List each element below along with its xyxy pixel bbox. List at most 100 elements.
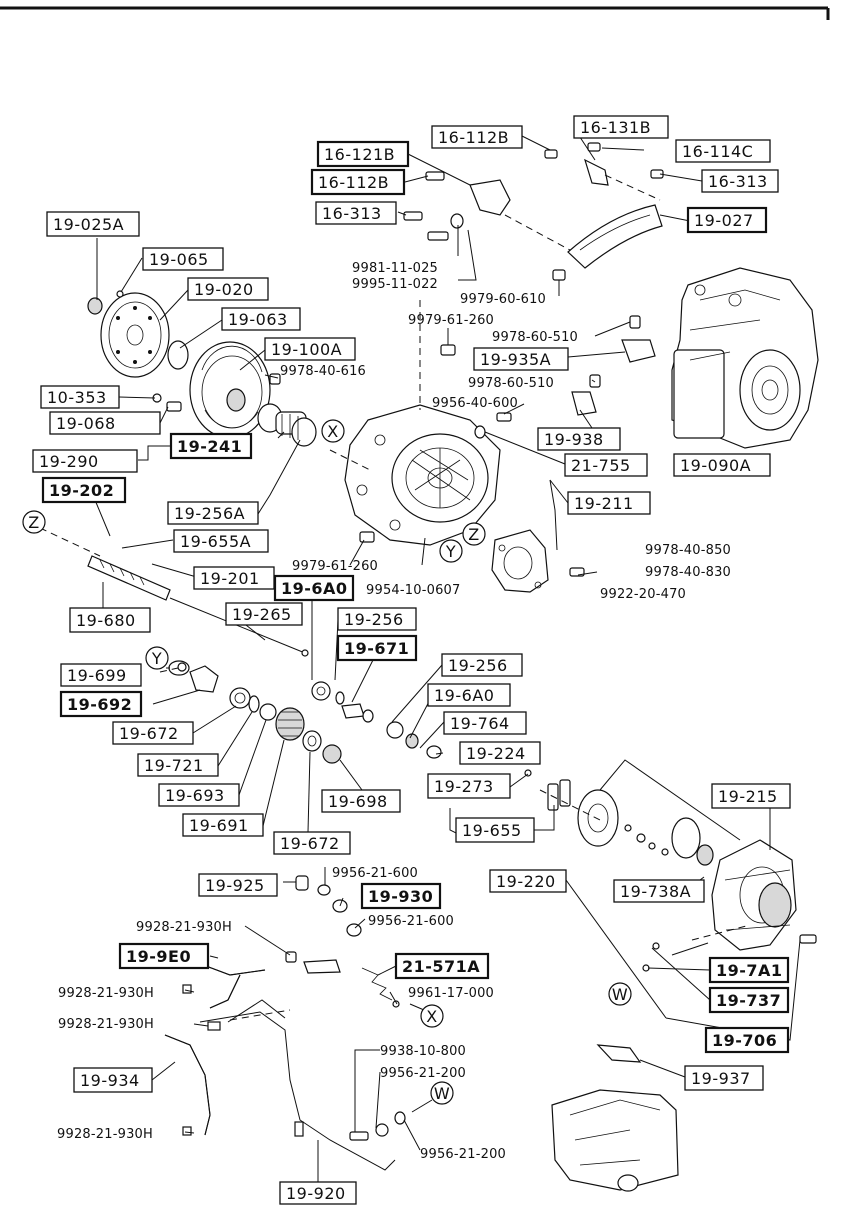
label-19-9E0: 19-9E0 (126, 947, 191, 966)
num-9978-40-830: 9978-40-830 (645, 565, 731, 580)
pilot-bearing-drawing (87, 297, 103, 315)
label-16-114C: 16-114C (682, 142, 753, 161)
label-19-256A: 19-256A (174, 504, 245, 523)
label-19-027: 19-027 (694, 211, 754, 230)
label-19-671: 19-671 (344, 639, 409, 658)
transaxle-case-drawing (344, 404, 501, 546)
num-9956-21-600-b: 9956-21-600 (368, 914, 454, 929)
label-10-353: 10-353 (47, 388, 107, 407)
torque-converter-drawing (189, 341, 271, 439)
label-19-925: 19-925 (205, 876, 265, 895)
num-9956-40-600: 9956-40-600 (432, 396, 518, 411)
part-number-labels: 16-131B 16-112B 16-114C 16-121B 16-313 1… (32, 115, 791, 1205)
dashed-alignment-lines (159, 174, 751, 1021)
label-19-201: 19-201 (200, 569, 260, 588)
label-16-121B: 16-121B (324, 145, 395, 164)
label-19-930: 19-930 (368, 887, 433, 906)
label-19-764: 19-764 (450, 714, 510, 733)
num-9956-21-600-a: 9956-21-600 (332, 866, 418, 881)
num-9928-21-930H-b: 9928-21-930H (58, 986, 154, 1001)
label-19-211: 19-211 (574, 494, 634, 513)
num-9928-21-930H-c: 9928-21-930H (58, 1017, 154, 1032)
num-9956-21-200-b: 9956-21-200 (420, 1147, 506, 1162)
label-19-6A0-b: 19-6A0 (434, 686, 494, 705)
label-19-935A: 19-935A (480, 350, 551, 369)
transaxle-assembly-drawing (671, 267, 819, 449)
label-19-698: 19-698 (328, 792, 388, 811)
label-19-721: 19-721 (144, 756, 204, 775)
num-9979-60-610: 9979-60-610 (460, 292, 546, 307)
label-19-691: 19-691 (189, 816, 249, 835)
ref-Y-b: Y (151, 649, 162, 668)
oil-cooler-drawing (551, 1044, 679, 1192)
label-19-672-b: 19-672 (280, 834, 340, 853)
parking-pawl-drawing (547, 779, 571, 811)
sensor-bracket-drawing (621, 339, 656, 363)
reference-marks: X Y Z Z Y X W W (22, 419, 632, 1105)
label-19-699: 19-699 (67, 666, 127, 685)
num-9979-61-260-top: 9979-61-260 (408, 313, 494, 328)
ref-X-b: X (426, 1007, 437, 1026)
label-19-065: 19-065 (149, 250, 209, 269)
label-19-020: 19-020 (194, 280, 254, 299)
label-19-920: 19-920 (286, 1184, 346, 1203)
label-19-737: 19-737 (716, 991, 781, 1010)
drive-plate-drawing (100, 292, 170, 378)
num-9978-60-510-a: 9978-60-510 (492, 330, 578, 345)
label-19-692: 19-692 (67, 695, 132, 714)
label-19-063: 19-063 (228, 310, 288, 329)
cooler-hose-drawing (164, 875, 406, 1171)
label-19-693: 19-693 (165, 786, 225, 805)
side-cover-drawing (642, 839, 817, 972)
differential-housing-drawing (491, 529, 549, 593)
oil-pump-plate-drawing (577, 789, 714, 866)
num-9979-61-260-bottom: 9979-61-260 (292, 559, 378, 574)
ref-Z-b: Z (28, 513, 39, 532)
label-19-706: 19-706 (712, 1031, 777, 1050)
standard-part-numbers: 9981-11-025 9995-11-022 9979-60-610 9979… (57, 261, 731, 1162)
label-19-290: 19-290 (39, 452, 99, 471)
oil-pump-hub-drawing (257, 403, 317, 447)
label-19-068: 19-068 (56, 414, 116, 433)
label-19-025A: 19-025A (53, 215, 124, 234)
label-19-215: 19-215 (718, 787, 778, 806)
label-19-100A: 19-100A (271, 340, 342, 359)
num-9978-40-616: 9978-40-616 (280, 364, 366, 379)
num-9928-21-930H-d: 9928-21-930H (57, 1127, 153, 1142)
gear-stack-drawing (168, 660, 532, 777)
label-21-755: 21-755 (571, 456, 631, 475)
label-21-571A: 21-571A (402, 957, 480, 976)
ref-W-a: W (612, 985, 628, 1004)
label-19-256-b: 19-256 (448, 656, 508, 675)
label-19-220: 19-220 (496, 872, 556, 891)
num-9956-21-200-a: 9956-21-200 (380, 1066, 466, 1081)
label-19-938: 19-938 (544, 430, 604, 449)
label-19-273: 19-273 (434, 777, 494, 796)
backing-plate-drawing (167, 340, 189, 370)
label-19-090A: 19-090A (680, 456, 751, 475)
label-19-6A0-a: 19-6A0 (281, 579, 348, 598)
label-16-313-right: 16-313 (708, 172, 768, 191)
label-19-241: 19-241 (177, 437, 242, 456)
num-9995-11-022: 9995-11-022 (352, 277, 438, 292)
num-9938-10-800: 9938-10-800 (380, 1044, 466, 1059)
heat-shield-drawing (469, 158, 663, 269)
num-9928-21-930H-a: 9928-21-930H (136, 920, 232, 935)
label-19-655A: 19-655A (180, 532, 251, 551)
label-19-256-a: 19-256 (344, 610, 404, 629)
num-9981-11-025: 9981-11-025 (352, 261, 438, 276)
label-16-112B-top: 16-112B (438, 128, 509, 147)
label-19-937: 19-937 (691, 1069, 751, 1088)
num-9978-40-850: 9978-40-850 (645, 543, 731, 558)
num-9922-20-470: 9922-20-470 (600, 587, 686, 602)
label-19-738A: 19-738A (620, 882, 691, 901)
label-19-202: 19-202 (49, 481, 114, 500)
ref-X-a: X (327, 422, 338, 441)
label-19-655: 19-655 (462, 821, 522, 840)
label-19-7A1: 19-7A1 (716, 961, 783, 980)
label-16-313-left: 16-313 (322, 204, 382, 223)
label-19-224: 19-224 (466, 744, 526, 763)
ref-W-b: W (434, 1084, 450, 1103)
